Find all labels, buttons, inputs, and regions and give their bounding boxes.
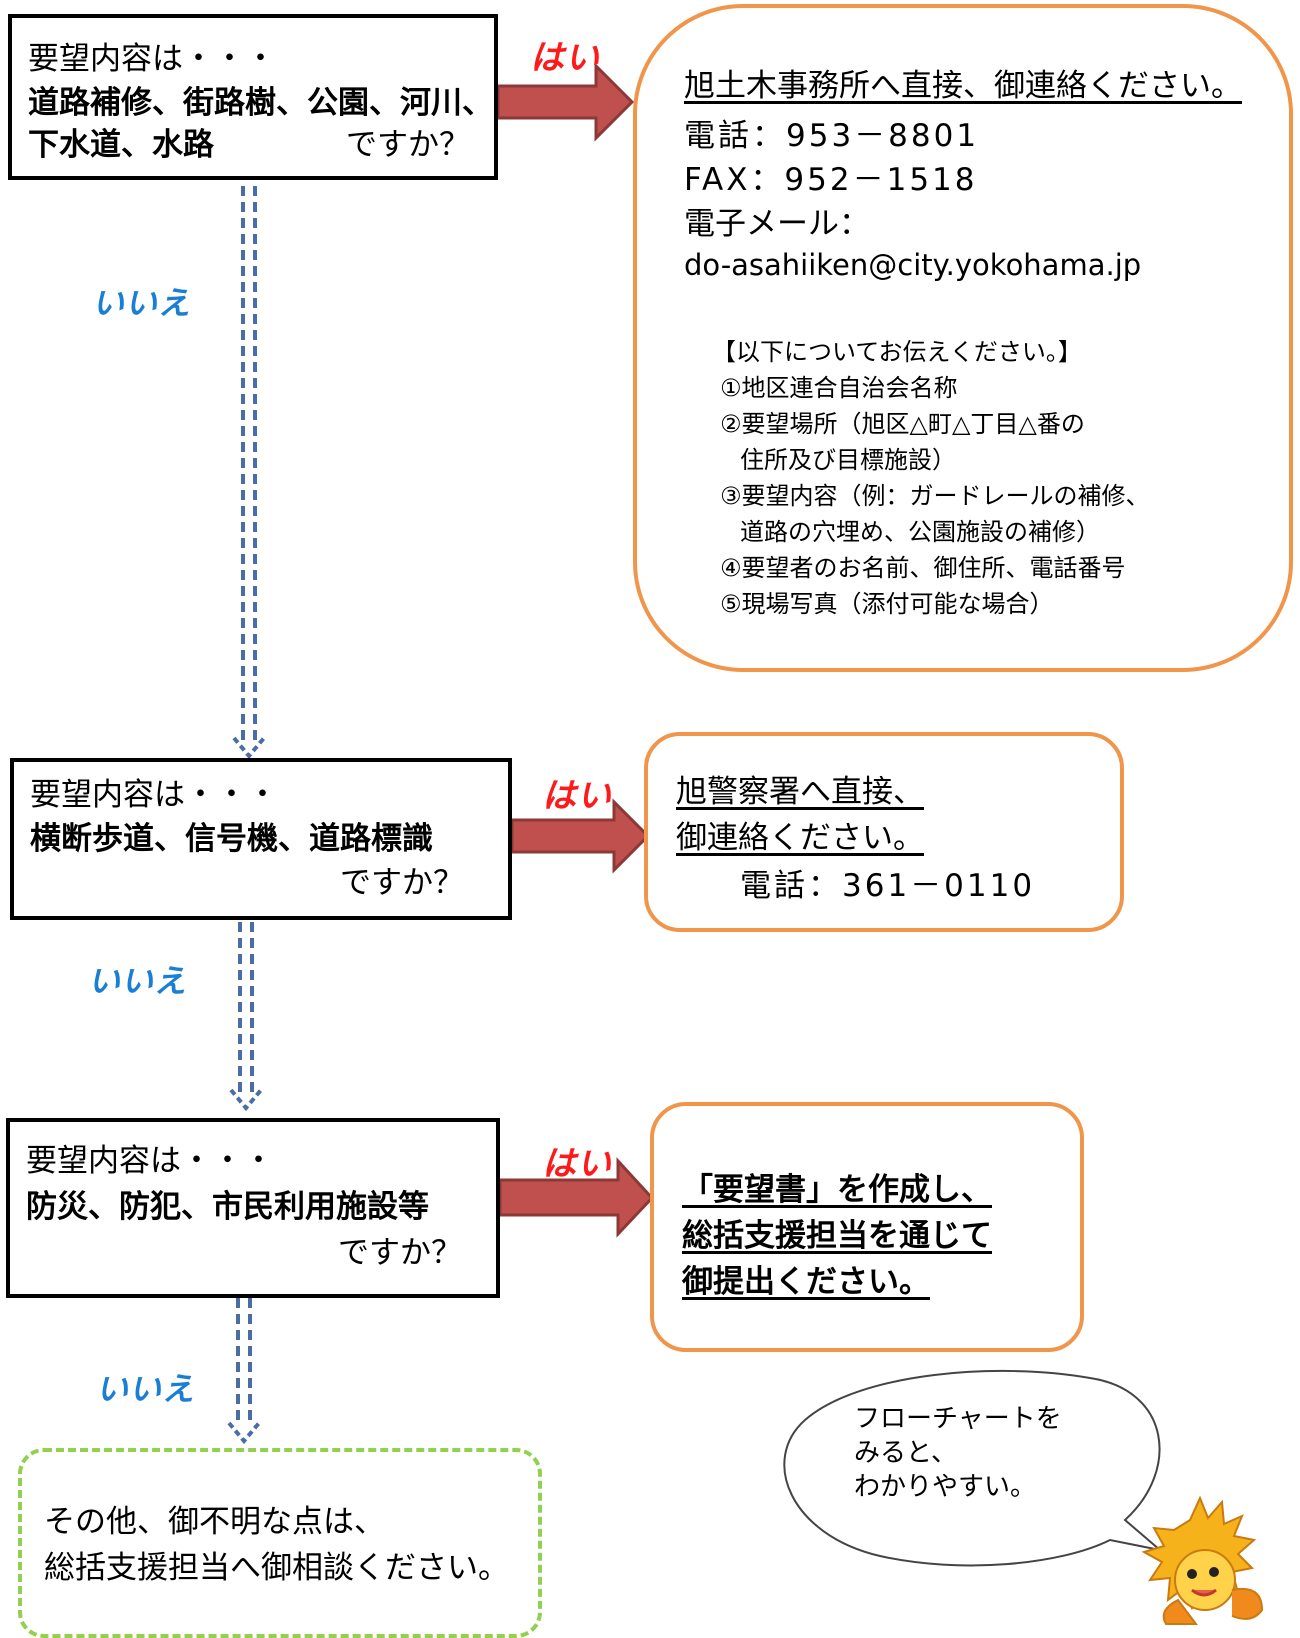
answer-1-item: ④要望者のお名前、御住所、電話番号 xyxy=(720,554,1126,582)
answer-1-email: do-asahiiken@city.yokohama.jp xyxy=(684,248,1142,282)
no-label-2: いいえ xyxy=(88,962,188,1000)
answer-1-item: ②要望場所（旭区△町△丁目△番の xyxy=(720,410,1085,438)
final-line2: 総括支援担当へ御相談ください。 xyxy=(44,1550,509,1586)
answer-1-email-label: 電子メール： xyxy=(684,206,870,242)
answer-2-line2: 御連絡ください。 xyxy=(676,820,924,856)
answer-1-phone: 電話：953－8801 xyxy=(684,118,980,154)
yes-label-1: はい xyxy=(530,38,600,78)
no-label-1: いいえ xyxy=(92,284,192,322)
no-dashed-arrow-icon xyxy=(232,186,266,760)
answer-3-line3: 御提出ください。 xyxy=(682,1264,930,1300)
question-1-line2: 下水道、水路 xyxy=(28,127,214,163)
bubble-line1: フローチャートを xyxy=(854,1404,1062,1434)
yes-label-2: はい xyxy=(542,776,612,816)
answer-1-item: 道路の穴埋め、公園施設の補修） xyxy=(740,518,1100,546)
question-2-suffix: ですか？ xyxy=(340,865,464,901)
no-dashed-arrow-icon xyxy=(227,1298,261,1445)
yes-arrow-icon xyxy=(498,1157,655,1238)
yes-arrow-icon xyxy=(510,798,651,874)
question-2-intro: 要望内容は・・・ xyxy=(30,777,278,813)
answer-2-line1: 旭警察署へ直接、 xyxy=(676,774,924,810)
answer-1-item: ①地区連合自治会名称 xyxy=(720,374,958,402)
yes-arrow-icon xyxy=(496,62,635,142)
question-box-2 xyxy=(10,758,512,920)
question-2-line1: 横断歩道、信号機、道路標識 xyxy=(30,821,433,857)
question-box-1 xyxy=(8,14,498,180)
answer-1-fax: FAX：952－1518 xyxy=(684,162,978,198)
question-3-intro: 要望内容は・・・ xyxy=(26,1143,274,1179)
bubble-line3: わかりやすい。 xyxy=(854,1472,1037,1502)
answer-1-item: 住所及び目標施設） xyxy=(740,446,956,474)
answer-3-line1: 「要望書」を作成し、 xyxy=(682,1172,992,1208)
answer-1-list-title: 【以下についてお伝えください。】 xyxy=(712,338,1082,366)
answer-1-item: ③要望内容（例：ガードレールの補修、 xyxy=(720,482,1150,510)
answer-1-heading: 旭土木事務所へ直接、御連絡ください。 xyxy=(684,68,1242,104)
no-label-3: いいえ xyxy=(96,1370,196,1408)
speech-bubble xyxy=(783,1369,1164,1567)
answer-box-2 xyxy=(644,732,1124,932)
yes-label-3: はい xyxy=(542,1144,612,1184)
mascot-icon xyxy=(1141,1495,1264,1625)
no-dashed-arrow-icon xyxy=(229,922,263,1112)
answer-box-3 xyxy=(650,1102,1084,1352)
question-3-line1: 防災、防犯、市民利用施設等 xyxy=(26,1189,429,1225)
question-1-intro: 要望内容は・・・ xyxy=(28,41,276,77)
answer-3-line2: 総括支援担当を通じて xyxy=(682,1218,992,1254)
final-line1: その他、御不明な点は、 xyxy=(44,1504,385,1540)
answer-box-1 xyxy=(633,4,1293,672)
answer-1-item: ⑤現場写真（添付可能な場合） xyxy=(720,590,1054,618)
question-3-suffix: ですか？ xyxy=(338,1235,462,1271)
question-box-3 xyxy=(6,1118,500,1298)
answer-2-phone: 電話：361－0110 xyxy=(740,868,1036,904)
bubble-line2: みると、 xyxy=(854,1438,957,1468)
question-1-suffix: ですか？ xyxy=(346,127,470,163)
question-1-line1: 道路補修、街路樹、公園、河川、 xyxy=(28,85,493,121)
